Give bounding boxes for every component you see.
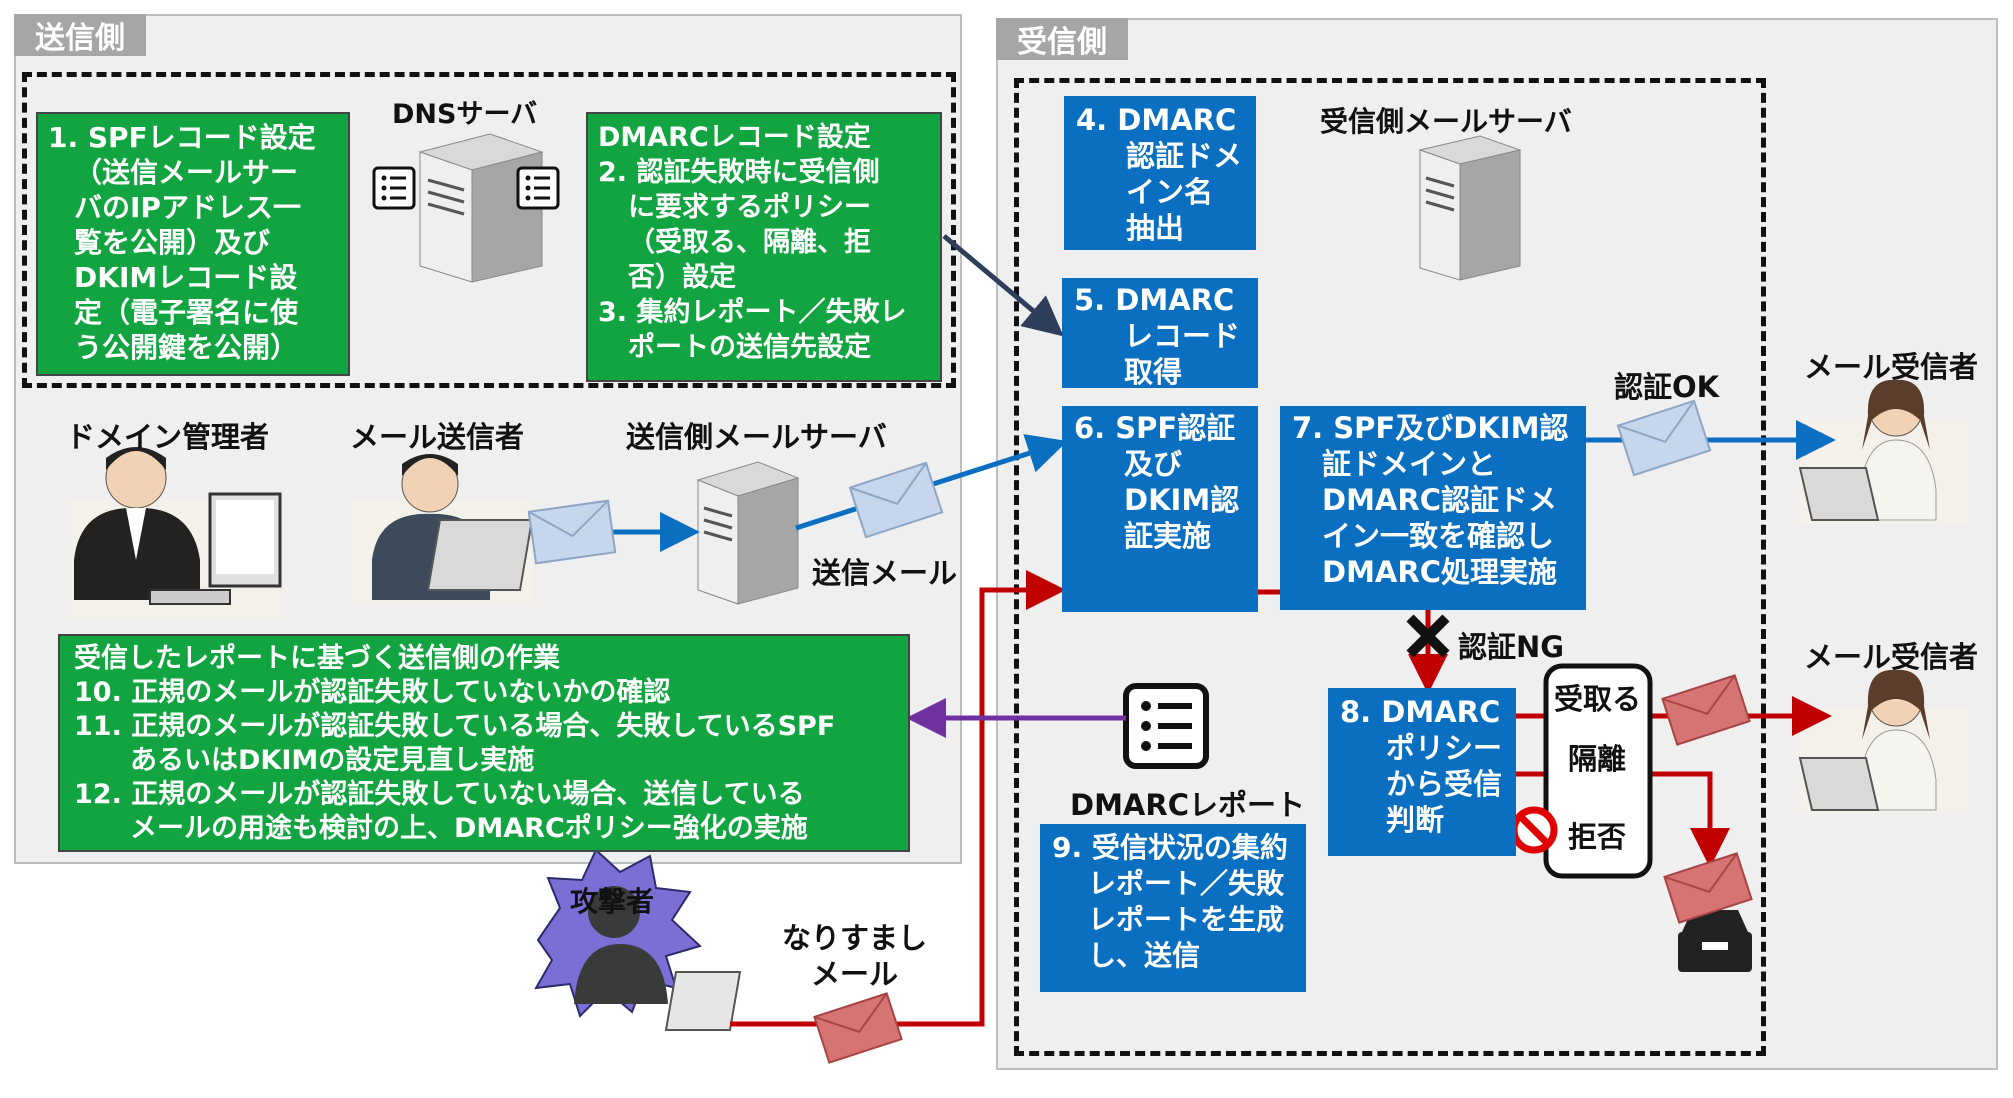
dns-record-doc-icon-right xyxy=(516,166,560,210)
box6-line: 証実施 xyxy=(1124,519,1212,553)
box7-line: DMARC認証ドメ xyxy=(1322,483,1557,517)
box2-line: DMARCレコード設定 xyxy=(598,122,871,153)
envelope-icon-accept xyxy=(1661,674,1751,746)
sender-panel-title: 送信側 xyxy=(14,14,146,56)
policy-accept: 受取る xyxy=(1554,682,1642,716)
envelope-icon-quarantine xyxy=(1663,852,1753,924)
box5-line: 5. DMARC xyxy=(1074,283,1235,317)
domain-admin-person-icon xyxy=(70,447,282,618)
auth-ok-label: 認証OK xyxy=(1614,370,1720,404)
box4-line: イン名 xyxy=(1126,175,1214,209)
policy-quarantine: 隔離 xyxy=(1568,742,1627,776)
mail-sender-label: メール送信者 xyxy=(350,420,525,454)
receiver-server-label: 受信側メールサーバ xyxy=(1320,105,1572,138)
dmarc-record-box: DMARCレコード設定 2. 認証失敗時に受信側 に要求するポリシー （受取る、… xyxy=(586,112,942,382)
box9-line: し、送信 xyxy=(1088,939,1201,972)
dns-server-label: DNSサーバ xyxy=(392,99,538,130)
work-line: メールの用途も検討の上、DMARCポリシー強化の実施 xyxy=(130,813,808,844)
box9-line: レポート／失敗 xyxy=(1088,867,1285,900)
box2-line: 否）設定 xyxy=(628,262,736,293)
work-line: 11. 正規のメールが認証失敗している場合、失敗しているSPF xyxy=(74,711,836,742)
box2-line: 3. 集約レポート／失敗レ xyxy=(598,297,907,328)
auth-ng-label: 認証NG xyxy=(1458,630,1565,664)
dns-dashed-box xyxy=(22,72,956,388)
box9-line: 9. 受信状況の集約 xyxy=(1052,831,1288,864)
box1-line: （送信メールサー xyxy=(74,156,299,189)
dns-query-arrow xyxy=(942,234,1064,337)
box8-line: ポリシー xyxy=(1386,731,1503,765)
receiver-dashed-box xyxy=(1014,78,1766,1056)
work-line: あるいはDKIMの設定見直し実施 xyxy=(130,745,535,776)
box6-line: DKIM認 xyxy=(1124,483,1240,517)
box7-line: イン一致を確認し xyxy=(1322,519,1555,553)
reject-prohibit-icon xyxy=(1510,806,1558,854)
box4-line: 4. DMARC xyxy=(1076,103,1237,137)
box5-line: 取得 xyxy=(1124,355,1183,389)
sender-work-box: 受信したレポートに基づく送信側の作業 10. 正規のメールが認証失敗していないか… xyxy=(58,634,910,852)
box5-line: レコード xyxy=(1124,319,1241,353)
dmarc-policy-decision-box: 8. DMARC ポリシー から受信 判断 xyxy=(1328,688,1516,856)
auth-ng-cross-icon xyxy=(1406,614,1450,658)
work-line: 受信したレポートに基づく送信側の作業 xyxy=(74,643,560,674)
box7-line: 7. SPF及びDKIM認 xyxy=(1292,411,1569,445)
box1-line: 1. SPFレコード設定 xyxy=(48,121,316,154)
box7-line: DMARC処理実施 xyxy=(1322,555,1557,589)
box1-line: DKIMレコード設 xyxy=(74,261,298,294)
dmarc-domain-extract-box: 4. DMARC 認証ドメ イン名 抽出 xyxy=(1064,96,1256,250)
work-line: 10. 正規のメールが認証失敗していないかの確認 xyxy=(74,677,671,708)
box2-line: 2. 認証失敗時に受信側 xyxy=(598,157,880,188)
domain-admin-label: ドメイン管理者 xyxy=(66,420,270,454)
spf-dkim-auth-box: 6. SPF認証 及び DKIM認 証実施 xyxy=(1062,406,1258,612)
envelope-icon-spoof xyxy=(813,992,903,1064)
mail-receiver-person-icon-2 xyxy=(1798,669,1968,814)
box1-line: バのIPアドレス一 xyxy=(74,191,301,224)
envelope-icon-send-2 xyxy=(848,461,944,539)
box2-line: に要求するポリシー xyxy=(628,192,871,223)
box2-line: （受取る、隔離、拒 xyxy=(628,227,871,258)
spoof-mail-label-line: なりすまし xyxy=(782,921,928,955)
box8-line: 判断 xyxy=(1386,803,1445,837)
box2-line: ポートの送信先設定 xyxy=(628,332,871,363)
dmarc-record-fetch-box: 5. DMARC レコード 取得 xyxy=(1062,278,1258,389)
spf-dkim-record-box: 1. SPFレコード設定 （送信メールサー バのIPアドレス一 覧を公開）及び … xyxy=(36,112,350,376)
policy-options-box xyxy=(1543,663,1653,879)
policy-reject: 拒否 xyxy=(1568,820,1627,854)
report-generation-box: 9. 受信状況の集約 レポート／失敗 レポートを生成 し、送信 xyxy=(1040,824,1306,992)
envelope-icon-send-1 xyxy=(527,499,617,565)
box1-line: 定（電子署名に使 xyxy=(74,296,299,329)
dns-record-doc-icon-left xyxy=(372,166,416,210)
mail-receiver-label-2: メール受信者 xyxy=(1804,640,1979,674)
box9-line: レポートを生成 xyxy=(1088,903,1285,936)
box6-line: 及び xyxy=(1124,447,1183,481)
send-mail-label: 送信メール xyxy=(812,556,958,590)
dmarc-report-label: DMARCレポート xyxy=(1070,788,1305,822)
domain-alignment-box: 7. SPF及びDKIM認 証ドメインと DMARC認証ドメ イン一致を確認し … xyxy=(1280,406,1586,610)
sender-server-label: 送信側メールサーバ xyxy=(626,420,887,454)
mail-receiver-person-icon-1 xyxy=(1798,379,1968,524)
receiver-panel-title: 受信側 xyxy=(996,18,1128,60)
box4-line: 抽出 xyxy=(1126,211,1185,245)
work-line: 12. 正規のメールが認証失敗していない場合、送信している xyxy=(74,779,805,810)
mail-sender-person-icon xyxy=(352,454,534,606)
box7-line: 証ドメインと xyxy=(1322,447,1497,481)
box1-line: 覧を公開）及び xyxy=(74,226,271,259)
box6-line: 6. SPF認証 xyxy=(1074,411,1236,445)
box4-line: 認証ドメ xyxy=(1126,139,1243,173)
dmarc-report-doc-icon xyxy=(1123,683,1209,769)
spoof-mail-label: なりすまし メール xyxy=(782,920,927,992)
attacker-label: 攻撃者 xyxy=(570,885,655,918)
spoof-mail-label-line: メール xyxy=(811,957,899,991)
box8-line: から受信 xyxy=(1386,767,1503,801)
box1-line: う公開鍵を公開） xyxy=(74,331,299,364)
envelope-icon-auth-ok xyxy=(1616,399,1712,477)
box8-line: 8. DMARC xyxy=(1340,695,1501,729)
mail-receiver-label-1: メール受信者 xyxy=(1804,350,1979,384)
sender-mail-server-icon xyxy=(696,461,800,605)
receiver-mail-server-icon xyxy=(1418,135,1522,281)
attacker-icon xyxy=(534,848,742,1031)
